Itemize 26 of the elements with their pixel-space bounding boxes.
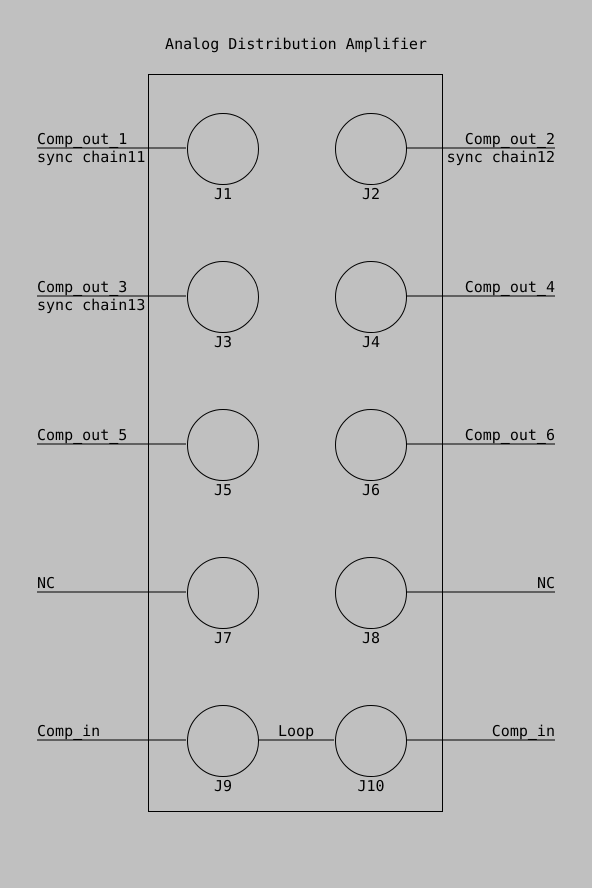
connector-designator: J1	[212, 187, 234, 202]
signal-note: sync chain13	[37, 298, 146, 313]
signal-name: Comp_out_4	[464, 280, 555, 295]
connector-designator: J4	[360, 335, 382, 350]
connector-designator: J10	[356, 779, 386, 794]
connector-designator: J9	[212, 779, 234, 794]
signal-note: sync chain12	[446, 150, 555, 165]
signal-name: Comp_out_1	[37, 132, 128, 147]
signal-name: NC	[536, 576, 555, 591]
signal-name: Comp_out_6	[464, 428, 555, 443]
connector-designator: J3	[212, 335, 234, 350]
diagram-title: Analog Distribution Amplifier	[164, 37, 428, 52]
connector-designator: J2	[360, 187, 382, 202]
signal-name: Comp_out_5	[37, 428, 128, 443]
signal-name: Comp_in	[492, 724, 555, 739]
edge-label: Loop	[278, 724, 314, 739]
signal-name: Comp_out_3	[37, 280, 128, 295]
signal-name: NC	[37, 576, 56, 591]
signal-note: sync chain11	[37, 150, 146, 165]
connector-designator: J5	[212, 483, 234, 498]
connector-designator: J8	[360, 631, 382, 646]
connector-designator: J7	[212, 631, 234, 646]
connector-designator: J6	[360, 483, 382, 498]
signal-name: Comp_out_2	[464, 132, 555, 147]
module-outline	[148, 74, 443, 812]
signal-name: Comp_in	[37, 724, 100, 739]
